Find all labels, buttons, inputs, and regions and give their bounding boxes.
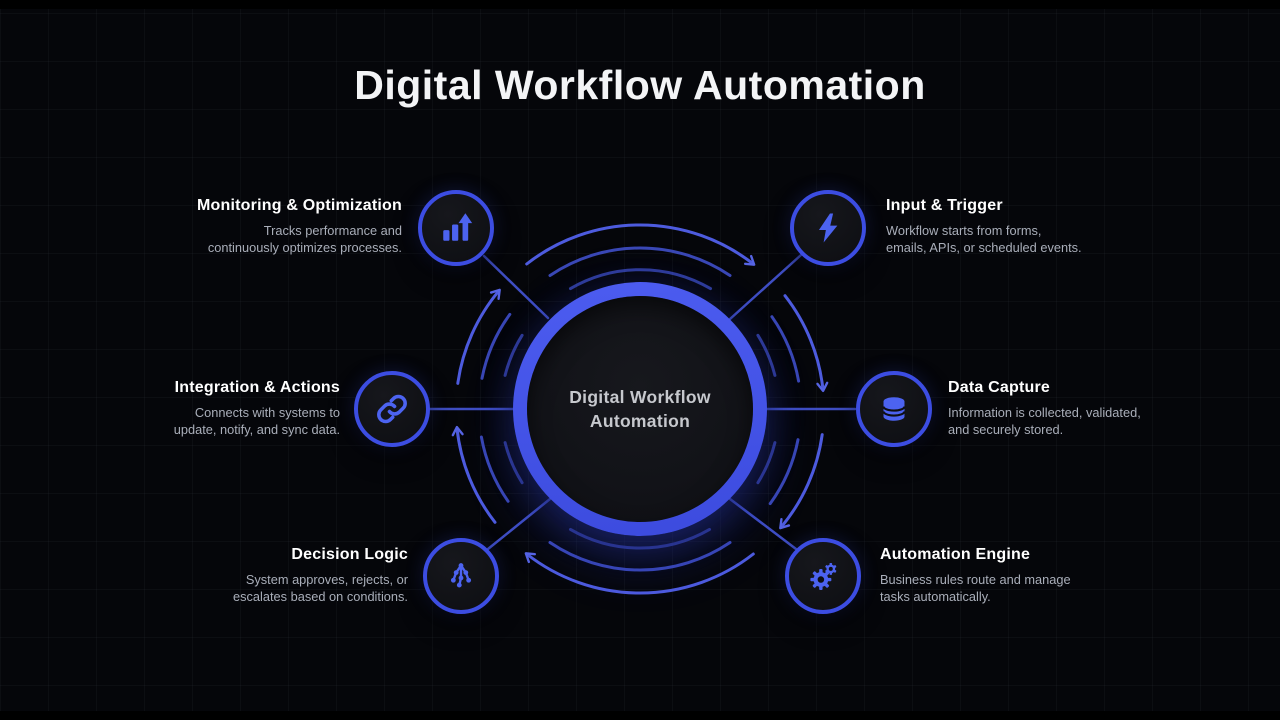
node-data-capture: Data Capture Information is collected, v… (948, 379, 1248, 438)
node-description: Workflow starts from forms, emails, APIs… (886, 222, 1186, 256)
node-description: Connects with systems to update, notify,… (40, 404, 340, 438)
integration-icon-circle (354, 371, 430, 447)
decision-icon-circle (423, 538, 499, 614)
page-title: Digital Workflow Automation (354, 62, 926, 108)
node-title: Decision Logic (291, 546, 408, 563)
node-description-line: Information is collected, validated, (948, 405, 1141, 420)
node-description: System approves, rejects, or escalates b… (108, 571, 408, 605)
gears-icon (810, 562, 837, 591)
node-description-line: System approves, rejects, or (245, 572, 408, 587)
node-title: Data Capture (948, 379, 1050, 396)
monitoring-icon-circle (418, 190, 494, 266)
arc-group-top (525, 223, 756, 291)
node-description-line: Business rules route and manage (880, 572, 1071, 587)
node-description-line: update, notify, and sync data. (173, 422, 340, 438)
automation-icon-circle (785, 538, 861, 614)
node-description-line: escalates based on conditions. (232, 589, 408, 605)
center-circle: Digital Workflow Automation (513, 282, 767, 536)
node-description-line: Tracks performance and (263, 223, 402, 238)
node-automation-engine: Automation Engine Business rules route a… (880, 546, 1180, 605)
arc-group-bottom (524, 527, 755, 595)
center-label: Digital Workflow Automation (569, 385, 711, 433)
node-description: Information is collected, validated, and… (948, 404, 1248, 438)
node-integration-actions: Integration & Actions Connects with syst… (40, 379, 340, 438)
lightning-icon (818, 213, 838, 243)
arc-group-lower-right (756, 433, 824, 530)
node-description-line: Workflow starts from forms, (886, 223, 1042, 238)
center-circle-inner: Digital Workflow Automation (527, 296, 753, 522)
arc-group-upper-right (756, 294, 829, 393)
node-description-line: emails, APIs, or scheduled events. (886, 240, 1082, 256)
data-icon-circle (856, 371, 932, 447)
node-title: Input & Trigger (886, 197, 1003, 214)
node-decision-logic: Decision Logic System approves, rejects,… (108, 546, 408, 605)
node-title: Monitoring & Optimization (197, 197, 402, 214)
center-label-line2: Automation (589, 411, 691, 431)
node-description: Tracks performance and continuously opti… (102, 222, 402, 256)
node-title: Automation Engine (880, 546, 1031, 563)
arc-group-lower-left (451, 425, 524, 524)
node-description-line: Connects with systems to (194, 405, 340, 420)
node-description-line: continuously optimizes processes. (207, 240, 402, 256)
input-icon-circle (790, 190, 866, 266)
node-description: Business rules route and manage tasks au… (880, 571, 1180, 605)
node-title: Integration & Actions (174, 379, 340, 396)
node-monitoring-optimization: Monitoring & Optimization Tracks perform… (102, 197, 402, 256)
database-icon (882, 397, 906, 421)
link-icon (377, 394, 407, 424)
node-input-trigger: Input & Trigger Workflow starts from for… (886, 197, 1186, 256)
straight-connectors (428, 253, 857, 551)
center-label-line1: Digital Workflow (569, 386, 711, 407)
node-description-line: tasks automatically. (880, 589, 991, 605)
arc-group-upper-left (456, 288, 524, 385)
bar-chart-icon (443, 213, 473, 241)
decision-tree-icon (450, 563, 472, 588)
node-description-line: and securely stored. (948, 422, 1064, 438)
